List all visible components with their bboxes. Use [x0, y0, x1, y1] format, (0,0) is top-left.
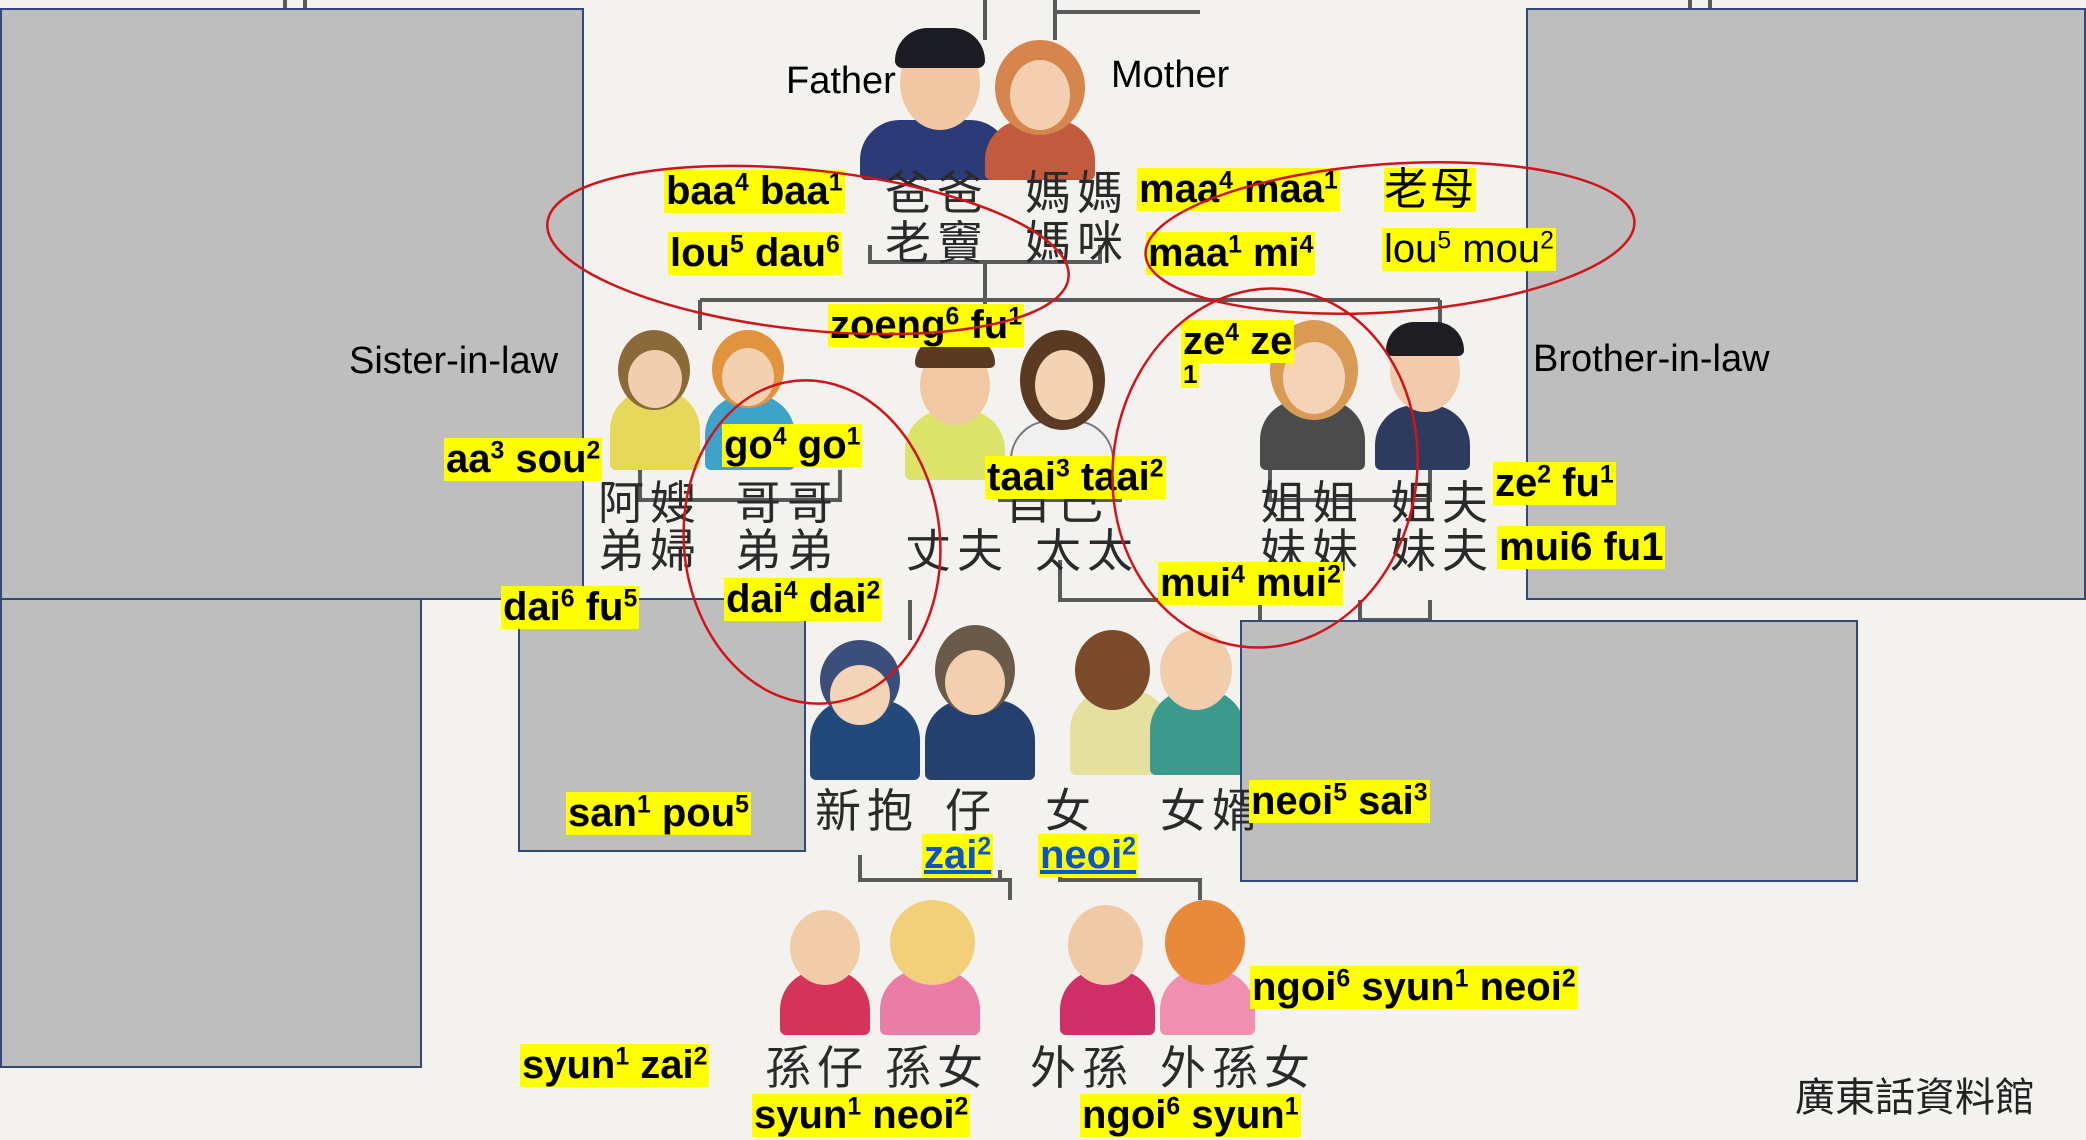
- hanzi-taai-taai: 太太: [1035, 524, 1139, 578]
- tone-number: 5: [729, 231, 744, 259]
- jyutping-mui-mui: mui4 mui2: [1158, 561, 1343, 606]
- tone-number: 4: [783, 577, 798, 605]
- tone-number: 4: [1225, 319, 1240, 347]
- tone-number: 2: [693, 1043, 708, 1071]
- label-sister-in-law: Sister-in-law: [349, 340, 559, 382]
- hanzi-mui-fu: 妹夫: [1390, 524, 1494, 578]
- label-father: Father: [786, 60, 896, 102]
- watermark-text: 廣東話資料館: [1795, 1075, 2035, 1121]
- tone-number: 5: [1437, 227, 1452, 255]
- jyutping-ze-ze-tone: 1: [1181, 359, 1200, 389]
- tone-number: 5: [735, 791, 749, 819]
- tone-number: 6: [1336, 965, 1351, 993]
- tone-number: 1: [1454, 965, 1469, 993]
- hanzi-ma-ma: 媽媽: [1025, 166, 1129, 220]
- tone-number: 6: [560, 585, 575, 613]
- tone-number: 4: [1299, 231, 1314, 259]
- jyutping-san-pou: san1 pou5: [566, 791, 751, 836]
- tone-number: 2: [586, 437, 601, 465]
- tone-number: 2: [866, 577, 881, 605]
- hanzi-ba-ba: 爸爸: [885, 166, 989, 220]
- jyutping-dai-fu: dai6 fu5: [501, 585, 640, 630]
- tone-number: 1: [636, 791, 651, 819]
- jyutping-neoi-sai: neoi5 sai3: [1249, 779, 1430, 824]
- tone-number: 3: [490, 437, 505, 465]
- jyutping-ze-ze: ze4 ze: [1181, 319, 1295, 364]
- hanzi-ze-ze: 姐姐: [1260, 476, 1364, 530]
- jyutping-dai-dai: dai4 dai2: [724, 577, 883, 622]
- tone-number: 1: [1008, 303, 1023, 331]
- tone-number: 6: [1166, 1093, 1181, 1121]
- tone-number: 2: [954, 1093, 969, 1121]
- tone-number: 2: [1327, 561, 1341, 589]
- tone-number: 2: [1561, 965, 1576, 993]
- tone-number: 1: [846, 423, 861, 451]
- hanzi-neoi: 女: [1045, 784, 1097, 838]
- tone-number: 2: [977, 833, 992, 861]
- hanzi-san-pou: 新抱: [815, 784, 919, 838]
- tone-number: 2: [1122, 833, 1137, 861]
- jyutping-neoi-link[interactable]: neoi2: [1038, 833, 1139, 878]
- tone-number: 1: [1324, 167, 1338, 195]
- jyutping-lou-mou: lou5 mou2: [1382, 227, 1556, 272]
- jyutping-ze-fu: ze2 fu1: [1493, 461, 1616, 506]
- label-mother: Mother: [1111, 54, 1230, 96]
- jyutping-zai-link[interactable]: zai2: [922, 833, 994, 878]
- overlay-box-top-right: [1526, 8, 2086, 600]
- hanzi-ze-fu: 姐夫: [1390, 476, 1494, 530]
- jyutping-syun-neoi: syun1 neoi2: [752, 1093, 971, 1138]
- tone-number: 1: [1228, 231, 1242, 259]
- hanzi-neoi-sai: 女婿: [1160, 784, 1264, 838]
- jyutping-aa-sou: aa3 sou2: [444, 437, 603, 482]
- overlay-box-bottom-left: [0, 598, 422, 1068]
- hanzi-lou-mou-highlighted: 老母: [1384, 164, 1476, 215]
- tone-number: 1: [615, 1043, 630, 1071]
- hanzi-dai-dai: 弟弟: [735, 524, 839, 578]
- hanzi-lou-dau: 老竇: [885, 216, 989, 270]
- overlay-box-middle-right: [1240, 620, 1858, 882]
- hanzi-ngoi-syun: 外孫: [1030, 1041, 1134, 1095]
- hanzi-ma-mi: 媽咪: [1025, 216, 1129, 270]
- jyutping-go-go: go4 go1: [722, 423, 863, 468]
- tone-number: 3: [1413, 779, 1428, 807]
- tone-number: 5: [623, 585, 638, 613]
- jyutping-maa-mi: maa1 mi4: [1146, 231, 1316, 276]
- jyutping-lou-dau: lou5 dau6: [668, 231, 842, 276]
- jyutping-mui-fu: mui6 fu1: [1497, 525, 1666, 570]
- jyutping-ngoi-syun-neoi: ngoi6 syun1 neoi2: [1250, 965, 1578, 1010]
- hanzi-dai-fu: 弟婦: [598, 524, 702, 578]
- tone-number: 6: [826, 231, 840, 259]
- hanzi-ngoi-syun-neoi: 外孫女: [1160, 1041, 1316, 1095]
- hanzi-zai: 仔: [945, 784, 997, 838]
- tone-number: 4: [772, 423, 787, 451]
- tone-number: 4: [1219, 167, 1233, 195]
- tone-number: 1: [828, 169, 843, 197]
- tone-number: 3: [1055, 455, 1070, 483]
- tone-number: 2: [1149, 455, 1164, 483]
- tone-number: 1: [847, 1093, 862, 1121]
- overlay-box-top-left: [0, 8, 584, 600]
- hanzi-zoeng-fu: 丈夫: [905, 524, 1009, 578]
- tone-number: 4: [734, 169, 749, 197]
- jyutping-ngoi-syun: ngoi6 syun1: [1080, 1093, 1301, 1138]
- label-brother-in-law: Brother-in-law: [1533, 338, 1770, 380]
- tone-number: 1: [1284, 1093, 1299, 1121]
- hanzi-syun-neoi: 孫女: [885, 1041, 989, 1095]
- tone-number: 1: [1599, 461, 1614, 489]
- hanzi-syun-zai: 孫仔: [765, 1041, 869, 1095]
- tone-number: 4: [1231, 561, 1245, 589]
- tone-number: 6: [945, 303, 960, 331]
- jyutping-zoeng-fu: zoeng6 fu1: [828, 303, 1025, 348]
- tone-number: 2: [1540, 227, 1554, 255]
- hanzi-go-go: 哥哥: [735, 476, 839, 530]
- tone-number: 2: [1537, 461, 1552, 489]
- hanzi-a-sou: 阿嫂: [598, 476, 702, 530]
- jyutping-baa-baa: baa4 baa1: [664, 169, 845, 214]
- jyutping-maa-maa: maa4 maa1: [1137, 167, 1340, 212]
- jyutping-taai-taai: taai3 taai2: [985, 455, 1166, 500]
- tone-number: 5: [1333, 779, 1348, 807]
- jyutping-syun-zai: syun1 zai2: [520, 1043, 710, 1088]
